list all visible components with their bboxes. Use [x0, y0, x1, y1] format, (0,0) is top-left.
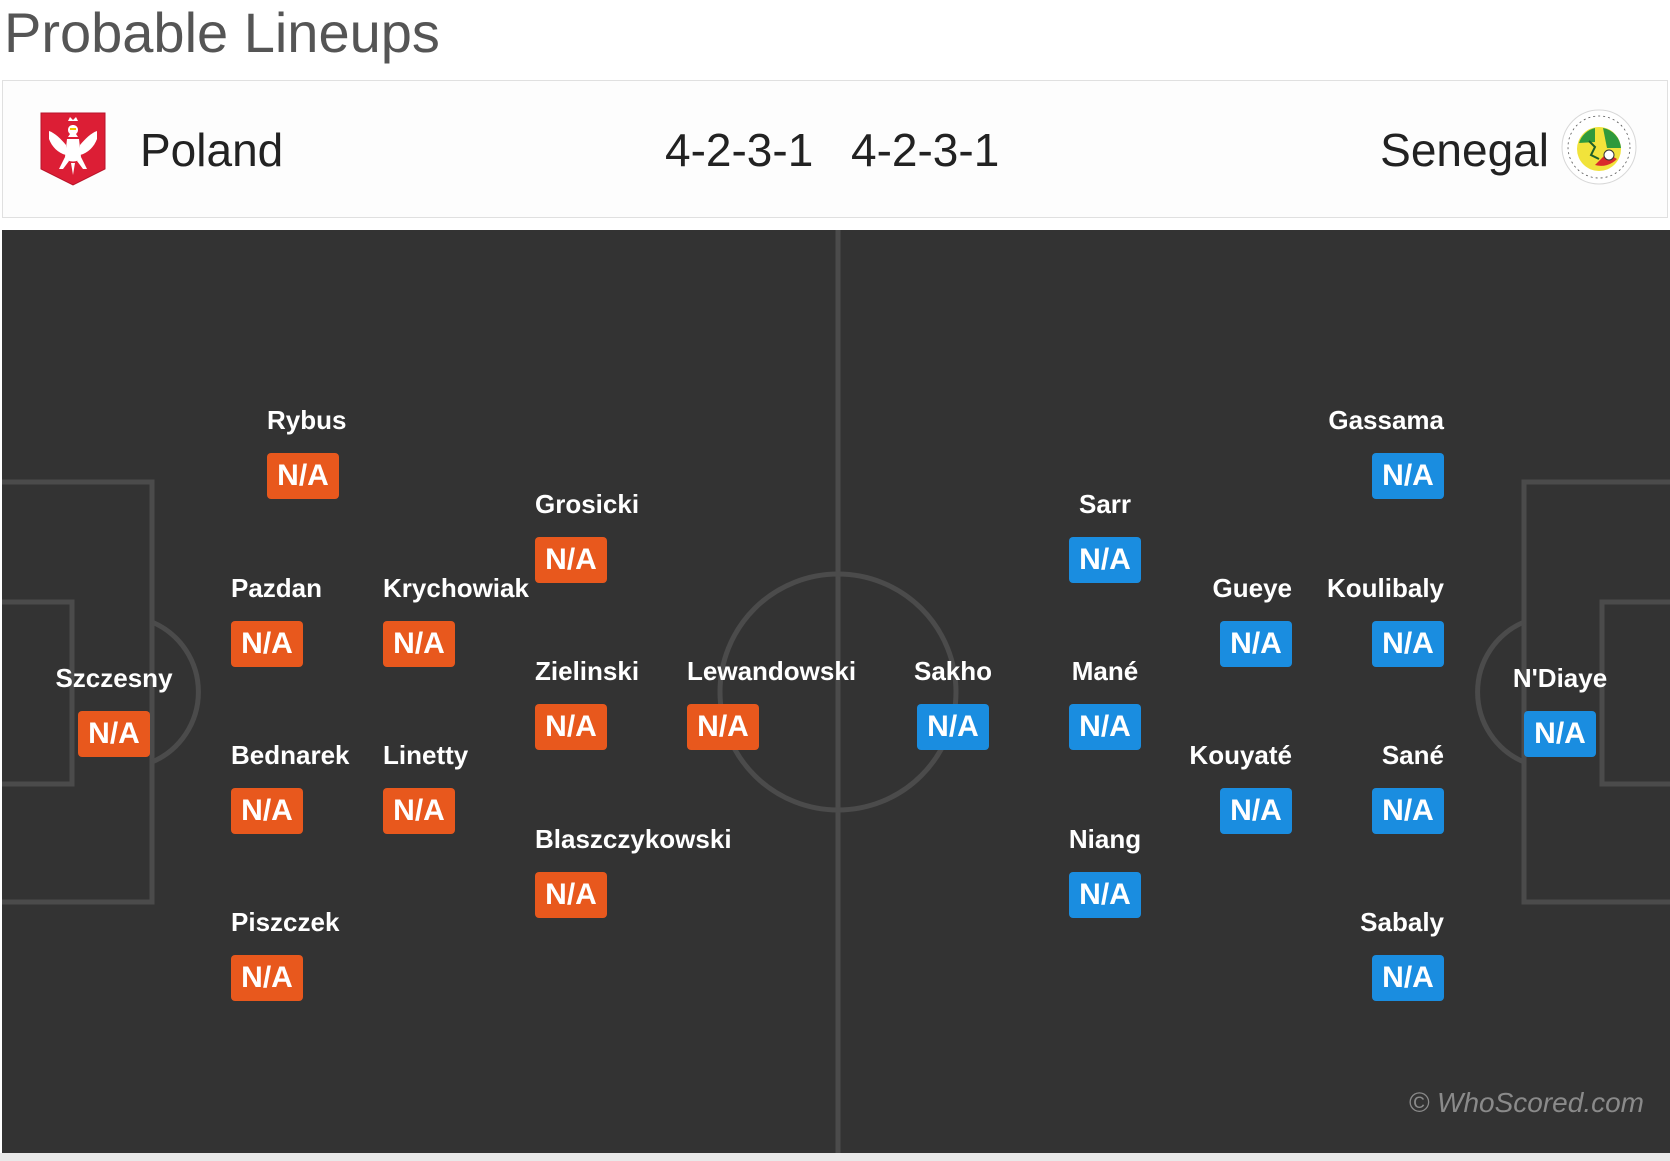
player-name: Lewandowski — [687, 656, 857, 686]
player-rating: N/A — [231, 621, 303, 667]
player-name: N'Diaye — [1512, 663, 1608, 693]
player-rating: N/A — [267, 453, 339, 499]
player-name: Piszczek — [231, 907, 340, 937]
home-formation: 4-2-3-1 — [665, 124, 814, 176]
player-name: Rybus — [267, 405, 347, 435]
player-rating: N/A — [383, 621, 455, 667]
player-name: Gueye — [1212, 573, 1293, 603]
player-rating: N/A — [1524, 711, 1596, 757]
player-name: Grosicki — [535, 489, 640, 519]
pitch: Szczesny N/A Rybus N/A Pazdan N/A Bednar… — [2, 230, 1670, 1153]
player-rating: N/A — [383, 788, 455, 834]
player-rating: N/A — [1220, 788, 1292, 834]
player-name: Zielinski — [535, 656, 640, 686]
match-header: Poland 4-2-3-1 4-2-3-1 Senegal — [2, 80, 1668, 218]
poland-eagle-crest-icon[interactable] — [37, 111, 109, 187]
player-name: Sané — [1381, 740, 1444, 770]
home-team-name[interactable]: Poland — [140, 124, 284, 176]
player-rating: N/A — [1372, 453, 1444, 499]
player-rating: N/A — [687, 704, 759, 750]
player-rating: N/A — [1372, 621, 1444, 667]
player-name: Sarr — [1078, 489, 1132, 519]
player-name: Blaszczykowski — [535, 824, 732, 854]
player-name: Sabaly — [1360, 907, 1444, 937]
senegal-football-federation-crest-icon[interactable] — [1559, 107, 1639, 187]
player-rating: N/A — [78, 711, 150, 757]
player-rating: N/A — [1220, 621, 1292, 667]
player-rating: N/A — [535, 704, 607, 750]
page-bottom-edge — [0, 1153, 1670, 1161]
player-rating: N/A — [1069, 537, 1141, 583]
player-name: Szczesny — [55, 663, 173, 693]
pitch-markings — [2, 230, 1670, 1153]
page-title: Probable Lineups — [4, 1, 440, 64]
player-name: Bednarek — [231, 740, 350, 770]
player-name: Krychowiak — [383, 573, 529, 603]
player-rating: N/A — [231, 788, 303, 834]
player-rating: N/A — [1372, 788, 1444, 834]
away-formation: 4-2-3-1 — [851, 124, 1000, 176]
player-rating: N/A — [535, 537, 607, 583]
player-name: Niang — [1068, 824, 1142, 854]
player-name: Kouyaté — [1189, 740, 1292, 770]
player-name: Gassama — [1328, 405, 1444, 435]
player-name: Koulibaly — [1326, 573, 1444, 603]
whoscored-watermark: © WhoScored.com — [1408, 1087, 1644, 1118]
player-name: Linetty — [383, 740, 469, 770]
away-team-name[interactable]: Senegal — [1380, 124, 1549, 176]
player-rating: N/A — [917, 704, 989, 750]
player-rating: N/A — [1372, 955, 1444, 1001]
player-name: Mané — [1071, 656, 1139, 686]
player-name: Pazdan — [231, 573, 323, 603]
player-rating: N/A — [231, 955, 303, 1001]
player-rating: N/A — [1069, 872, 1141, 918]
player-rating: N/A — [1069, 704, 1141, 750]
player-rating: N/A — [535, 872, 607, 918]
player-name: Sakho — [913, 656, 993, 686]
